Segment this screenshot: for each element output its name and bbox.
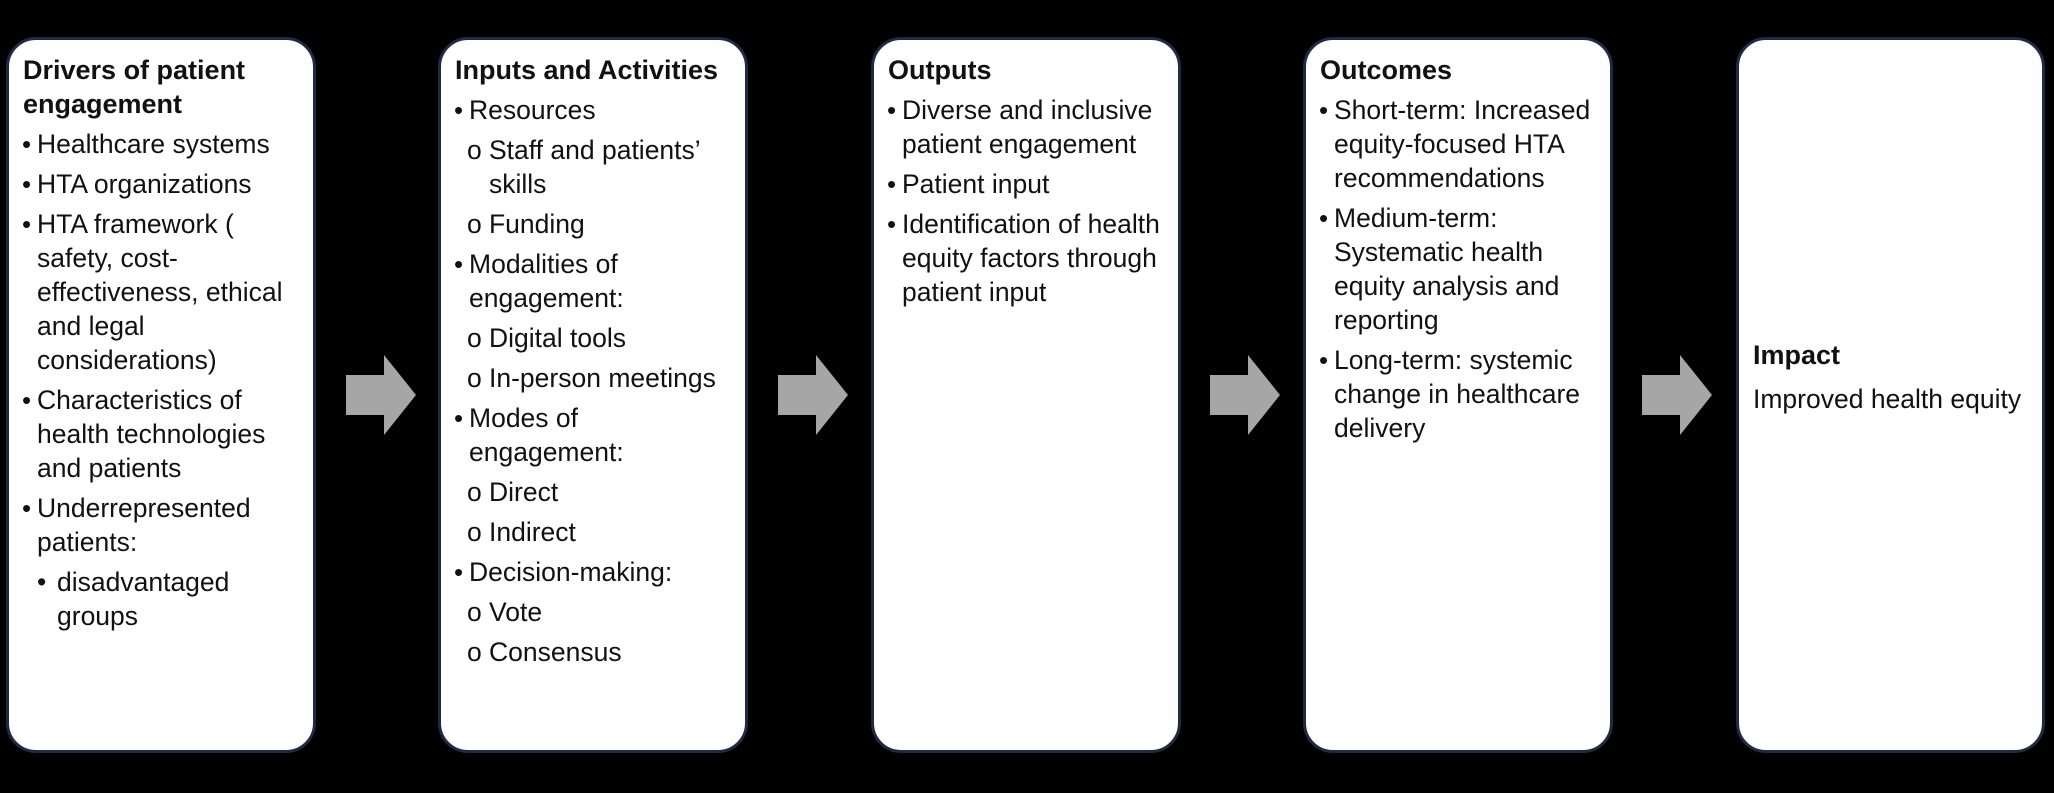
drivers-list: Healthcare systems HTA organizations HTA… xyxy=(22,127,297,633)
inputs-box: Inputs and Activities Resources Staff an… xyxy=(438,37,748,753)
impact-content: Impact Improved health equity xyxy=(1753,338,2026,416)
inputs-subitem-direct: Direct xyxy=(455,475,729,509)
outcomes-item-medium-term: Medium-term: Systematic health equity an… xyxy=(1319,201,1594,337)
inputs-subitem-vote: Vote xyxy=(455,595,729,629)
inputs-subitem-consensus: Consensus xyxy=(455,635,729,669)
outputs-item-diverse: Diverse and inclusive patient engagement xyxy=(887,93,1162,161)
inputs-item-resources: Resources xyxy=(454,93,729,127)
inputs-item-modes: Modes of engagement: xyxy=(454,401,729,469)
inputs-subitem-in-person: In-person meetings xyxy=(455,361,729,395)
inputs-subitem-indirect: Indirect xyxy=(455,515,729,549)
outcomes-title: Outcomes xyxy=(1320,55,1453,85)
drivers-title: Drivers of patient engagement xyxy=(23,55,246,119)
arrow-shape xyxy=(346,355,416,435)
inputs-list: Resources Staff and patients’ skills Fun… xyxy=(454,93,729,669)
impact-text: Improved health equity xyxy=(1753,384,2022,414)
inputs-subitem-funding: Funding xyxy=(455,207,729,241)
inputs-title: Inputs and Activities xyxy=(455,55,719,85)
drivers-item-underrepresented: Underrepresented patients: xyxy=(22,491,297,559)
right-arrow-icon xyxy=(1642,355,1712,435)
right-arrow-icon xyxy=(1210,355,1280,435)
drivers-item-hta-organizations: HTA organizations xyxy=(22,167,297,201)
outcomes-list: Short-term: Increased equity-focused HTA… xyxy=(1319,93,1594,445)
right-arrow-icon xyxy=(778,355,848,435)
outcomes-item-short-term: Short-term: Increased equity-focused HTA… xyxy=(1319,93,1594,195)
right-arrow-icon xyxy=(346,355,416,435)
impact-box: Impact Improved health equity xyxy=(1736,37,2045,753)
arrow-shape xyxy=(1210,355,1280,435)
arrow-shape xyxy=(1642,355,1712,435)
inputs-item-modalities: Modalities of engagement: xyxy=(454,247,729,315)
outcomes-item-long-term: Long-term: systemic change in healthcare… xyxy=(1319,343,1594,445)
outputs-list: Diverse and inclusive patient engagement… xyxy=(887,93,1162,309)
arrow-shape xyxy=(778,355,848,435)
drivers-item-hta-framework: HTA framework ( safety, cost-effectivene… xyxy=(22,207,297,377)
outputs-item-patient-input: Patient input xyxy=(887,167,1162,201)
drivers-item-characteristics: Characteristics of health technologies a… xyxy=(22,383,297,485)
outputs-title: Outputs xyxy=(888,55,992,85)
inputs-item-decision-making: Decision-making: xyxy=(454,555,729,589)
impact-title: Impact xyxy=(1753,340,1841,370)
drivers-box: Drivers of patient engagement Healthcare… xyxy=(6,37,316,753)
drivers-subitem-disadvantaged: disadvantaged groups xyxy=(23,565,297,633)
inputs-subitem-digital-tools: Digital tools xyxy=(455,321,729,355)
outcomes-box: Outcomes Short-term: Increased equity-fo… xyxy=(1303,37,1613,753)
drivers-item-healthcare-systems: Healthcare systems xyxy=(22,127,297,161)
inputs-subitem-staff-skills: Staff and patients’ skills xyxy=(455,133,729,201)
outputs-item-identification: Identification of health equity factors … xyxy=(887,207,1162,309)
outputs-box: Outputs Diverse and inclusive patient en… xyxy=(871,37,1181,753)
